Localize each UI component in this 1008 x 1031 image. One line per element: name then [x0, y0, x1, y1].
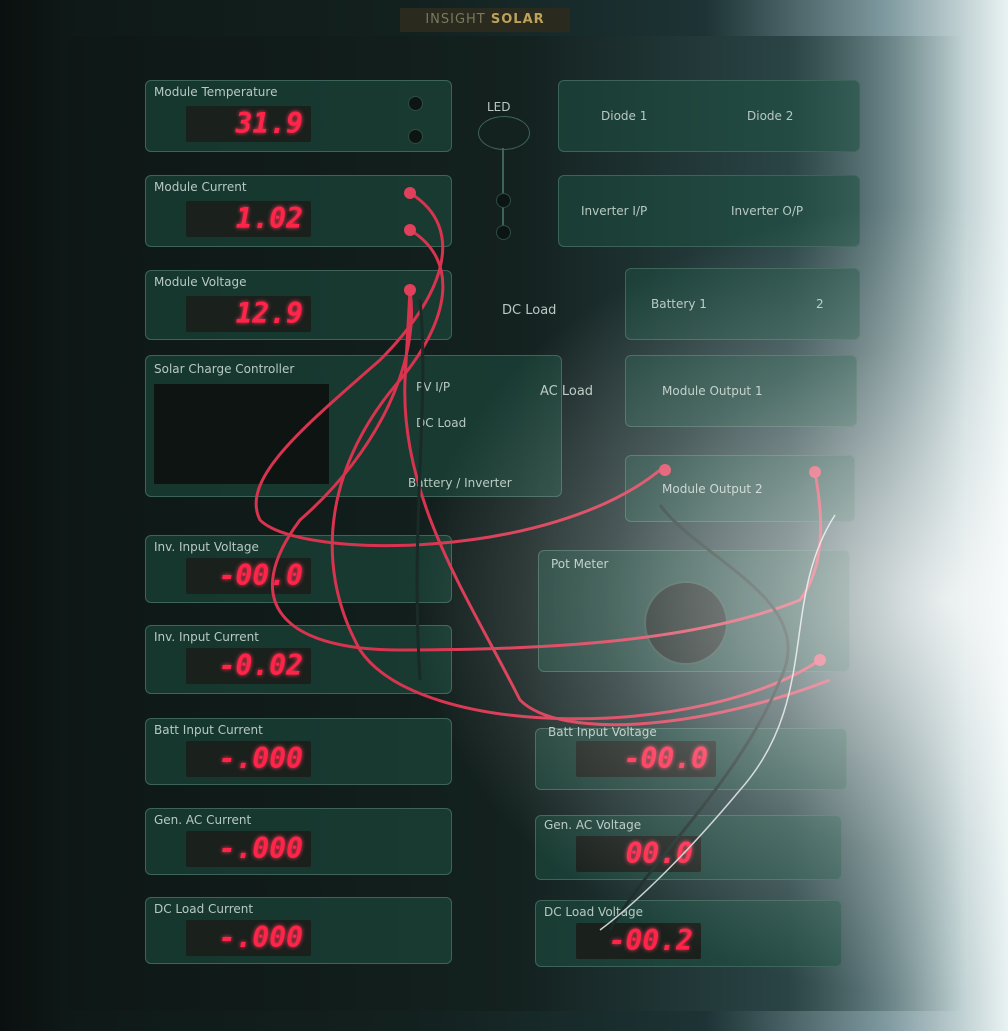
meter-display: -.000	[186, 831, 311, 867]
meter-inv-input-current: Inv. Input Current -0.02	[145, 625, 452, 694]
plug[interactable]	[404, 187, 416, 199]
red-wire	[271, 289, 823, 652]
plug[interactable]	[404, 284, 416, 296]
meter-batt-input-current: Batt Input Current -.000	[145, 718, 452, 785]
led-label: LED	[487, 100, 511, 114]
red-wire	[403, 289, 831, 727]
meter-label: Inv. Input Voltage	[154, 540, 259, 554]
plug[interactable]	[809, 466, 821, 478]
meter-display: 12.9	[186, 296, 311, 332]
plug[interactable]	[814, 654, 826, 666]
diode-terminals: Diode 1 Diode 2	[558, 80, 860, 152]
white-wire	[599, 514, 836, 931]
meter-display: -.000	[186, 741, 311, 777]
logo-text: INSIGHT	[425, 12, 486, 27]
red-wire	[254, 191, 661, 548]
meter-module-temperature: Module Temperature 31.9	[145, 80, 452, 152]
meter-module-voltage: Module Voltage 12.9	[145, 270, 452, 340]
meter-label: Module Voltage	[154, 275, 247, 289]
led	[478, 116, 530, 150]
meter-display: -.000	[186, 920, 311, 956]
meter-inv-input-voltage: Inv. Input Voltage -00.0	[145, 535, 452, 603]
jack[interactable]	[408, 96, 423, 111]
meter-gen-ac-current: Gen. AC Current -.000	[145, 808, 452, 875]
meter-display: -0.02	[186, 648, 311, 684]
jack[interactable]	[408, 129, 423, 144]
plug[interactable]	[659, 464, 671, 476]
meter-label: Inv. Input Current	[154, 630, 259, 644]
meter-label: Gen. AC Current	[154, 813, 252, 827]
meter-label: DC Load Current	[154, 902, 254, 916]
meter-display: 1.02	[186, 201, 311, 237]
meter-display: -00.0	[186, 558, 311, 594]
meter-dc-load-current: DC Load Current -.000	[145, 897, 452, 964]
led-connector	[502, 148, 504, 228]
meter-module-current: Module Current 1.02	[145, 175, 452, 247]
logo-text-brand: SOLAR	[490, 12, 545, 27]
meter-display: 31.9	[186, 106, 311, 142]
meter-label: Module Current	[154, 180, 247, 194]
meter-label: Module Temperature	[154, 85, 278, 99]
diode2-label: Diode 2	[747, 109, 794, 123]
meter-label: Batt Input Current	[154, 723, 263, 737]
plug[interactable]	[404, 224, 416, 236]
controller-title: Solar Charge Controller	[154, 362, 295, 376]
diode1-label: Diode 1	[601, 109, 648, 123]
logo: INSIGHT SOLAR	[400, 8, 570, 32]
